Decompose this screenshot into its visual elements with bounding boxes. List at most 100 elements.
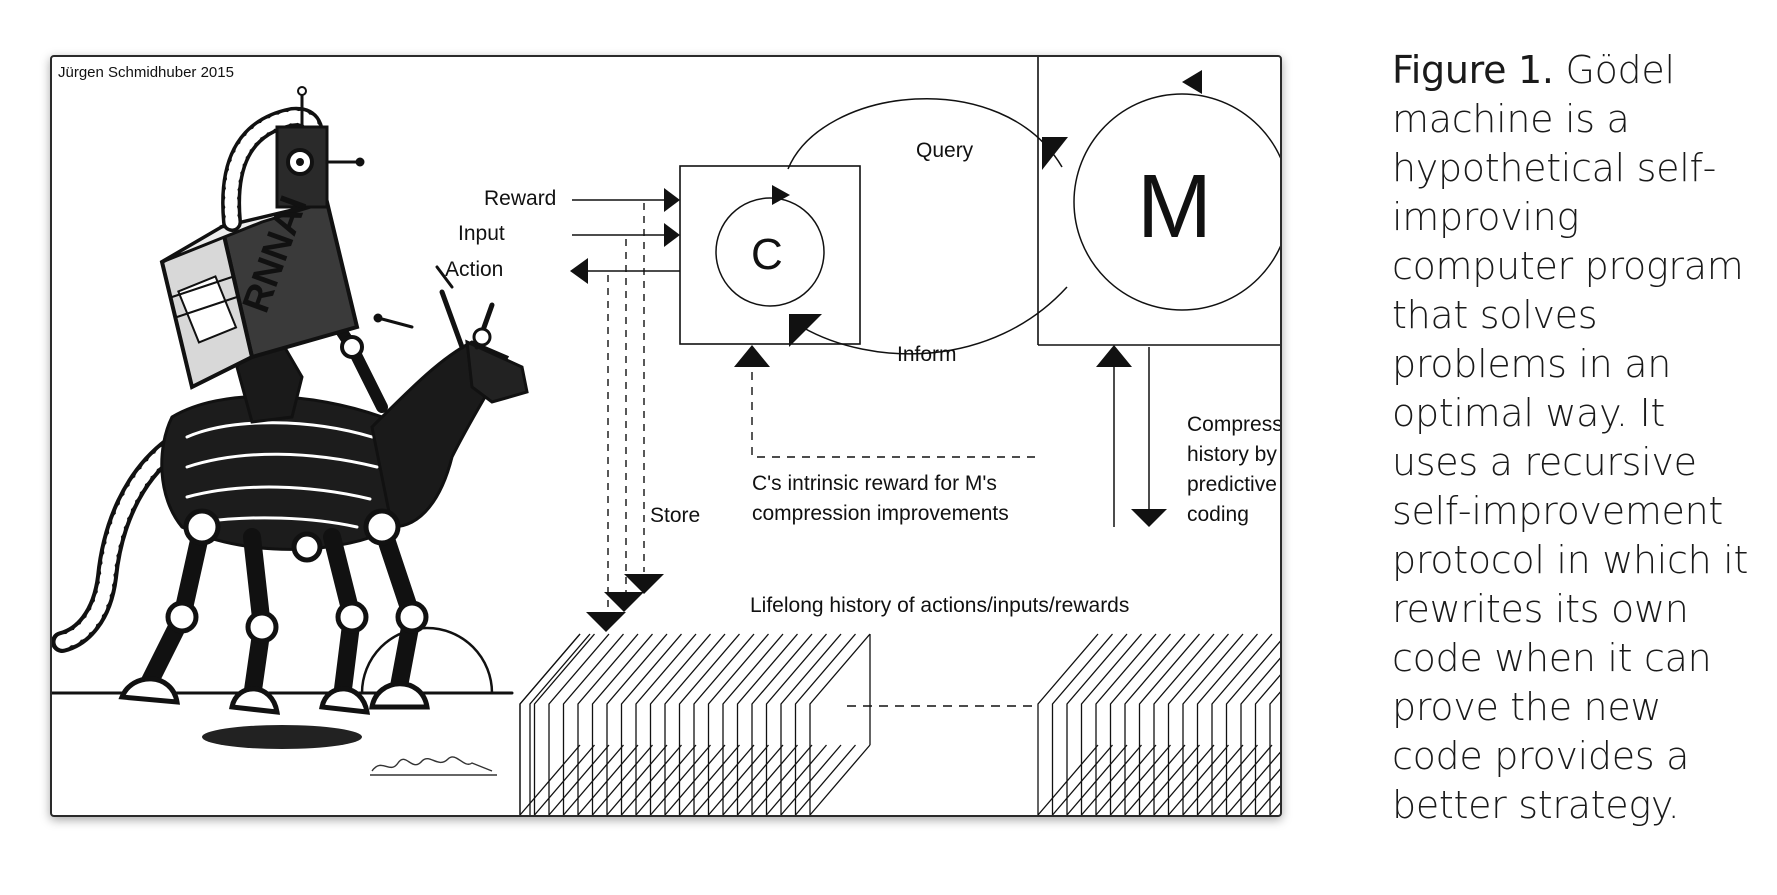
compress-line4: coding xyxy=(1187,503,1249,526)
history-slab-base xyxy=(1153,744,1215,815)
history-slab xyxy=(1225,640,1280,815)
history-slab-base xyxy=(679,744,740,815)
history-slab-base xyxy=(795,744,856,815)
action-label: Action xyxy=(445,258,503,281)
history-slab xyxy=(1095,633,1157,815)
history-slab xyxy=(809,633,871,815)
history-slab xyxy=(1080,633,1142,815)
history-slab-base xyxy=(722,744,784,815)
figure-caption: Figure 1. Gödel machine is a hypothetica… xyxy=(1392,46,1757,830)
history-slab-base xyxy=(1081,744,1142,815)
history-slab-base xyxy=(693,744,755,815)
history-slab xyxy=(577,633,639,815)
history-slab xyxy=(635,633,697,815)
history-slab xyxy=(1167,633,1229,815)
history-slab xyxy=(1138,633,1200,815)
history-slab-base xyxy=(1124,744,1186,815)
history-slab-base xyxy=(621,744,682,815)
history-slab xyxy=(1109,633,1171,815)
history-slab xyxy=(591,633,653,815)
history-slab-base xyxy=(737,744,798,815)
store-label: Store xyxy=(650,504,700,527)
history-slab xyxy=(1037,633,1099,815)
history-slab xyxy=(765,633,827,815)
controller-label: C xyxy=(751,230,783,279)
history-slab xyxy=(678,633,740,815)
history-slab-base xyxy=(1255,785,1280,815)
history-slab-base xyxy=(1197,744,1258,815)
history-slab-base xyxy=(1226,751,1280,815)
compress-line2: history by xyxy=(1187,443,1277,466)
inform-label: Inform xyxy=(897,343,957,366)
history-slab-base xyxy=(577,744,639,815)
history-slab xyxy=(794,633,856,815)
figure-panel: Jürgen Schmidhuber 2015 xyxy=(50,55,1282,817)
history-slab-base xyxy=(1182,744,1244,815)
history-slab xyxy=(606,633,668,815)
history-slab xyxy=(1240,657,1280,815)
reward-label: Reward xyxy=(484,187,556,210)
intrinsic-reward-line2: compression improvements xyxy=(752,502,1009,525)
history-slab xyxy=(649,633,711,815)
history-slab-base xyxy=(1095,744,1157,815)
diagram-svg: Jürgen Schmidhuber 2015 xyxy=(52,57,1280,815)
history-slab xyxy=(722,633,784,815)
compress-line3: predictive xyxy=(1187,473,1277,496)
caption-text: Gödel machine is a hypothetical self-imp… xyxy=(1392,48,1749,827)
history-slab-base xyxy=(635,744,697,815)
history-slab xyxy=(1254,674,1280,815)
history-slab xyxy=(1051,633,1113,815)
signature xyxy=(370,756,497,776)
history-slab xyxy=(1124,633,1186,815)
history-slab xyxy=(736,633,798,815)
credit-text: Jürgen Schmidhuber 2015 xyxy=(58,64,234,81)
query-label: Query xyxy=(916,139,974,162)
history-slab xyxy=(548,633,610,815)
history-slab xyxy=(664,633,726,815)
history-slab-stack-left xyxy=(519,633,871,815)
history-slab-base xyxy=(751,744,813,815)
history-slab-base xyxy=(650,744,711,815)
history-slab-base xyxy=(548,744,610,815)
history-slab xyxy=(1153,633,1215,815)
history-slabs-left xyxy=(519,633,591,815)
history-slab xyxy=(780,633,842,815)
history-slab-base xyxy=(664,744,726,815)
history-slab-base xyxy=(766,744,827,815)
history-slab xyxy=(707,633,769,815)
input-label: Input xyxy=(458,222,505,245)
history-slab-base xyxy=(780,744,842,815)
history-slab xyxy=(533,633,595,815)
history-slab-base xyxy=(1052,744,1113,815)
compress-line1: Compress xyxy=(1187,413,1280,436)
robot-illustration xyxy=(52,86,529,749)
history-slab-base xyxy=(1066,744,1128,815)
history-slab-base xyxy=(809,744,871,815)
history-slab-base xyxy=(606,744,668,815)
model-label: M xyxy=(1137,157,1212,257)
history-slab xyxy=(1211,633,1273,815)
history-slab xyxy=(1269,691,1280,815)
history-slab-base xyxy=(1139,744,1200,815)
history-slab-base xyxy=(1240,768,1280,815)
history-slab-base xyxy=(708,744,769,815)
history-slab xyxy=(1196,633,1258,815)
history-slab-base xyxy=(592,744,653,815)
caption-label: Figure 1. xyxy=(1392,48,1554,92)
history-slab-base xyxy=(519,744,581,815)
history-slab-base xyxy=(1037,744,1099,815)
history-slab-base xyxy=(534,744,595,815)
history-slab xyxy=(620,633,682,815)
history-slab xyxy=(519,633,581,815)
diagram xyxy=(519,57,1280,815)
history-slab xyxy=(693,633,755,815)
history-slab xyxy=(562,633,624,815)
history-slab-base xyxy=(1110,744,1171,815)
history-slab xyxy=(1066,633,1128,815)
history-slab-base xyxy=(1211,744,1273,815)
history-label: Lifelong history of actions/inputs/rewar… xyxy=(750,594,1129,617)
history-slab xyxy=(751,633,813,815)
intrinsic-reward-line1: C's intrinsic reward for M's xyxy=(752,472,997,495)
history-slab-base xyxy=(563,744,624,815)
history-slab-stack-right xyxy=(1037,633,1280,815)
